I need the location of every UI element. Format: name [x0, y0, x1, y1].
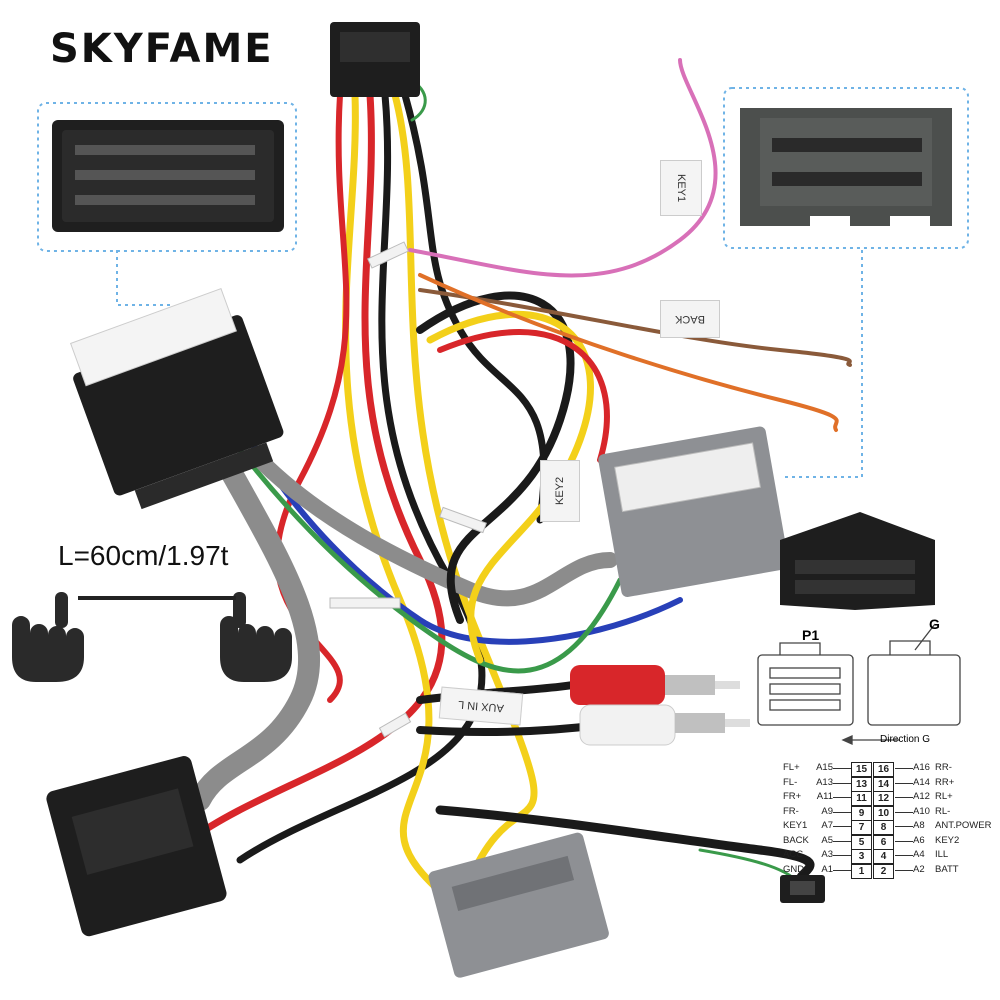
- pin-number-right: 2: [873, 863, 894, 879]
- pin-number-left: 13: [851, 776, 872, 792]
- pin-number-right: 4: [873, 849, 894, 864]
- pin-lead-line: [895, 782, 913, 784]
- pin-lead-line: [895, 768, 913, 769]
- small-terminal-connector: [780, 875, 825, 903]
- sixteen-pin-connector: [780, 512, 935, 610]
- pin-number-right: 14: [873, 776, 894, 792]
- pin-number-left: 3: [851, 849, 872, 864]
- pin-right-function: RL-: [935, 805, 951, 817]
- pin-right-code: A8: [913, 820, 925, 831]
- pin-number-right: 12: [873, 791, 894, 806]
- pin-right-function: ILL: [935, 849, 949, 860]
- pin-right-code: A6: [913, 834, 925, 846]
- length-label: L=60cm/1.97t: [58, 540, 229, 571]
- pin-right-code: A16: [913, 762, 930, 773]
- pin-right-code: A4: [913, 849, 925, 860]
- pin-number-left: 5: [851, 834, 872, 850]
- pin-number-right: 10: [873, 805, 894, 821]
- hand-icon-right: [220, 592, 292, 682]
- pin-left-function: ACC: [783, 849, 804, 860]
- pin-number-right: 16: [873, 762, 894, 777]
- pin-left-function: FL+: [783, 762, 800, 773]
- pin-left-code: A3: [821, 849, 833, 860]
- pin-right-code: A10: [913, 805, 930, 817]
- back-tag: BACK: [660, 300, 720, 338]
- pin-lead-line: [833, 797, 851, 798]
- pin-right-function: RR+: [935, 776, 955, 788]
- pin-number-left: 1: [851, 863, 872, 879]
- brand-logo: SKYFAME: [50, 26, 274, 72]
- key2-tag: KEY2: [540, 460, 580, 522]
- pin-number-right: 6: [873, 834, 894, 850]
- gray-connector-right: [598, 426, 789, 597]
- zip-ties: [329, 241, 487, 738]
- pin-lead-line: [833, 840, 851, 842]
- pin-left-code: A11: [816, 791, 833, 802]
- pin-left-code: A9: [821, 805, 833, 817]
- pin-number-left: 15: [851, 762, 872, 777]
- connector-detail-left: [37, 102, 297, 252]
- pin-lead-line: [895, 855, 913, 856]
- pin-right-code: A14: [913, 776, 930, 788]
- left-connector: [69, 288, 284, 510]
- pin-lead-line: [833, 782, 851, 784]
- rca-plug-white: [579, 704, 750, 746]
- direction-label: Direction G: [880, 734, 931, 745]
- pin-left-code: A13: [816, 776, 833, 788]
- pin-left-function: FL-: [783, 776, 798, 788]
- g-label: G: [929, 616, 940, 632]
- pin-number-left: 7: [851, 820, 872, 835]
- rca-plug-red: [570, 665, 740, 705]
- pin-left-function: KEY1: [783, 820, 808, 831]
- p1-label: P1: [802, 627, 820, 643]
- hand-icon-left: [12, 592, 84, 682]
- pin-left-code: A15: [816, 762, 833, 773]
- pin-lead-line: [833, 826, 851, 827]
- pin-number-left: 9: [851, 805, 872, 821]
- pin-left-code: A5: [821, 834, 833, 846]
- pin-left-function: FR+: [783, 791, 802, 802]
- pin-lead-line: [833, 811, 851, 813]
- pin-left-code: A1: [821, 863, 833, 875]
- pin-right-code: A2: [913, 863, 925, 875]
- pin-number-right: 8: [873, 820, 894, 835]
- pin-lead-line: [833, 855, 851, 856]
- pin-lead-line: [895, 811, 913, 813]
- p1-g-outline-drawing: [757, 623, 961, 746]
- top-connector: [330, 22, 420, 97]
- pin-left-function: GND: [783, 863, 805, 875]
- pin-lead-line: [895, 797, 913, 798]
- key1-tag: KEY1: [660, 160, 702, 216]
- pin-lead-line: [895, 869, 913, 871]
- connector-detail-right: [723, 87, 969, 249]
- pin-right-function: BATT: [935, 863, 959, 875]
- bottom-gray-connector: [428, 832, 609, 978]
- pin-lead-line: [833, 768, 851, 769]
- pin-left-function: BACK: [783, 834, 809, 846]
- pin-left-function: FR-: [783, 805, 799, 817]
- pin-left-code: A7: [821, 820, 833, 831]
- pin-right-function: RL+: [935, 791, 953, 802]
- pin-lead-line: [895, 840, 913, 842]
- pin-right-function: KEY2: [935, 834, 960, 846]
- bottom-black-connector: [46, 756, 227, 937]
- pin-right-function: RR-: [935, 762, 952, 773]
- pin-right-function: ANT.POWER: [935, 820, 992, 831]
- pin-right-code: A12: [913, 791, 930, 802]
- pin-lead-line: [895, 826, 913, 827]
- pin-number-left: 11: [851, 791, 872, 806]
- callout-lines: [116, 250, 863, 478]
- pin-lead-line: [833, 869, 851, 871]
